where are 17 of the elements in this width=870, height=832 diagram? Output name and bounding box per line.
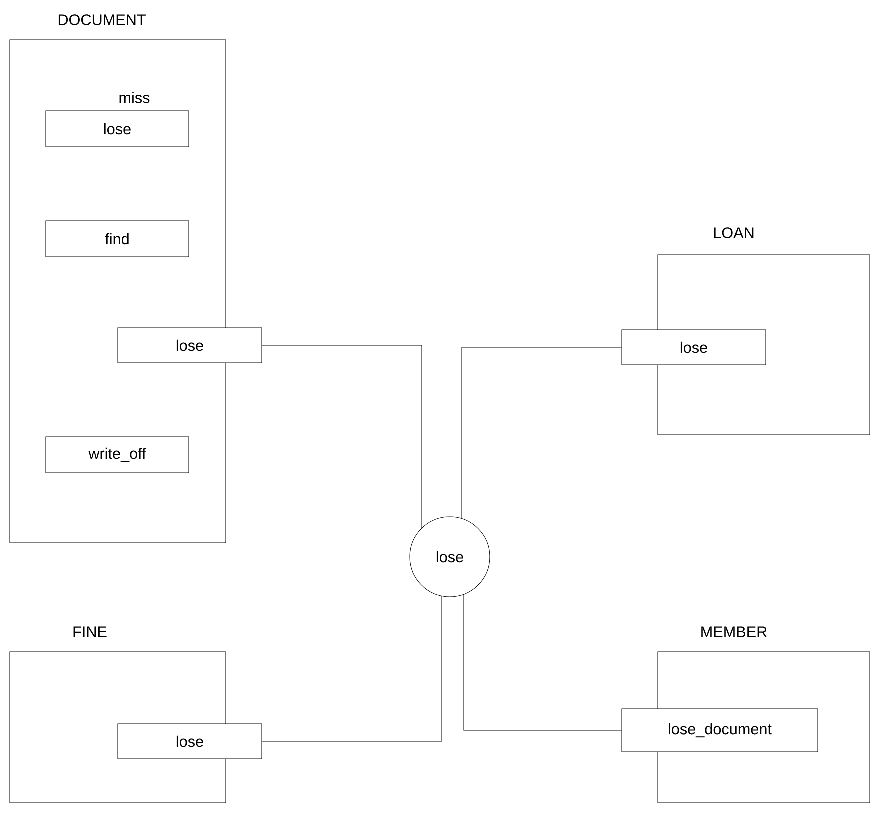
connector-line — [262, 345, 422, 529]
label-box: lose — [46, 110, 190, 148]
label-box: write_off — [46, 436, 190, 474]
connector-line — [462, 347, 622, 520]
node-label: FINE — [74, 626, 107, 638]
connector-line — [262, 596, 442, 742]
node-label: MEMBER — [702, 626, 767, 638]
box-caption: miss — [120, 92, 150, 104]
label-box: find — [46, 220, 190, 258]
node-label: LOAN — [714, 228, 754, 238]
node-label: DOCUMENT — [58, 14, 146, 26]
label-box: lose_document — [622, 708, 818, 752]
circle-node: lose — [410, 516, 490, 598]
connector-line — [464, 594, 622, 731]
label-box: lose — [118, 724, 262, 760]
label-box: lose — [118, 328, 262, 364]
label-box: lose — [622, 330, 766, 366]
